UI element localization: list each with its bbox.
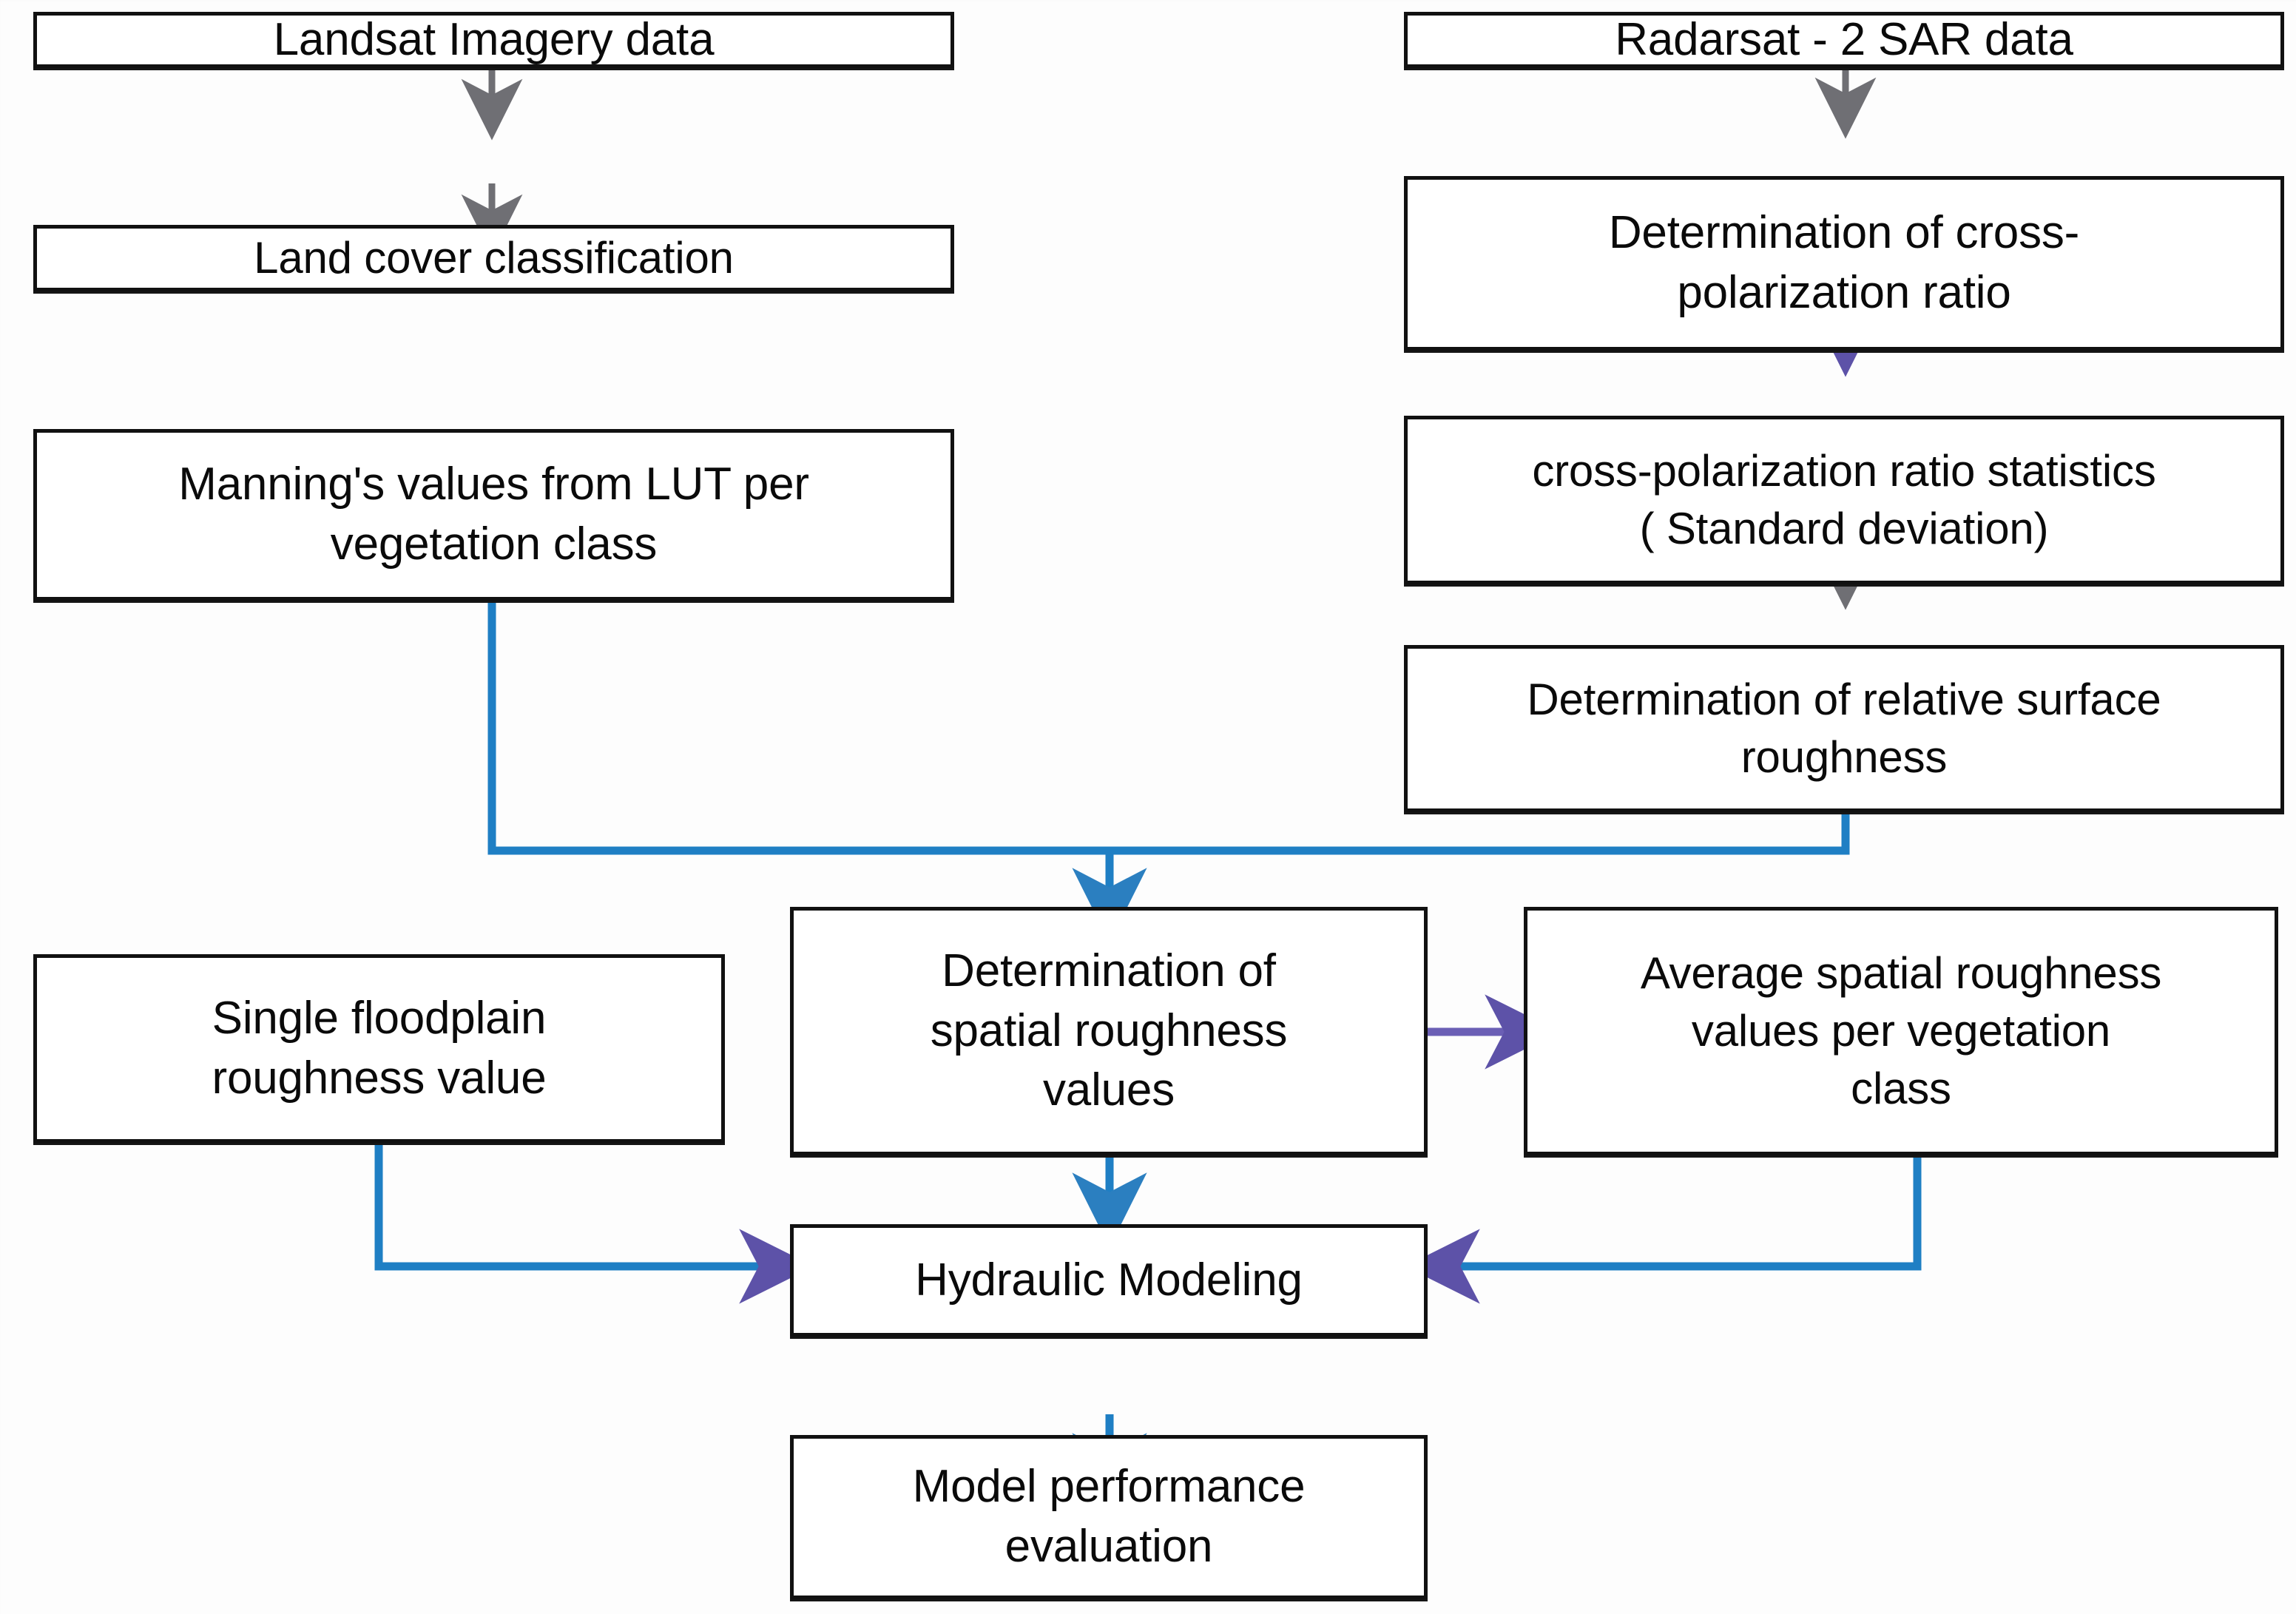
node-land-cover-classification[interactable]: Land cover classification: [33, 225, 954, 291]
node-determination-spatial-roughness-values[interactable]: Determination of spatial roughness value…: [790, 907, 1428, 1155]
node-label: cross-polarization ratio statistics ( St…: [1532, 446, 2156, 553]
node-radarsat-sar-data[interactable]: Radarsat - 2 SAR data: [1404, 12, 2284, 68]
node-determination-relative-surface-roughness[interactable]: Determination of relative surface roughn…: [1404, 645, 2284, 812]
node-label: Determination of relative surface roughn…: [1527, 675, 2161, 782]
node-model-performance-evaluation[interactable]: Model performance evaluation: [790, 1435, 1428, 1599]
node-label: Radarsat - 2 SAR data: [1615, 13, 2073, 65]
node-single-floodplain-roughness-value[interactable]: Single floodplain roughness value: [33, 954, 725, 1143]
node-landsat-imagery-data[interactable]: Landsat Imagery data: [33, 12, 954, 68]
node-label: Single floodplain roughness value: [212, 992, 547, 1104]
node-cross-polarization-ratio-statistics[interactable]: cross-polarization ratio statistics ( St…: [1404, 416, 2284, 584]
node-label: Determination of cross- polarization rat…: [1608, 207, 2080, 318]
node-average-spatial-roughness-values[interactable]: Average spatial roughness values per veg…: [1524, 907, 2278, 1155]
node-mannings-values[interactable]: Manning's values from LUT per vegetation…: [33, 429, 954, 601]
node-label: Land cover classification: [254, 233, 734, 283]
node-hydraulic-modeling[interactable]: Hydraulic Modeling: [790, 1224, 1428, 1337]
node-label: Manning's values from LUT per vegetation…: [178, 459, 809, 570]
node-label: Landsat Imagery data: [273, 13, 715, 65]
node-label: Determination of spatial roughness value…: [930, 945, 1288, 1116]
edge-average-to-hydraulic: [1405, 1155, 1922, 1304]
node-label: Hydraulic Modeling: [915, 1254, 1303, 1306]
node-label: Average spatial roughness values per veg…: [1640, 948, 2162, 1113]
edge-singlefloodplain-to-hydraulic: [374, 1143, 814, 1304]
edge-surfaceroughness-to-spatialroughness: [1110, 812, 1850, 855]
node-label: Model performance evaluation: [912, 1461, 1306, 1572]
node-determination-cross-polarization-ratio[interactable]: Determination of cross- polarization rat…: [1404, 176, 2284, 351]
